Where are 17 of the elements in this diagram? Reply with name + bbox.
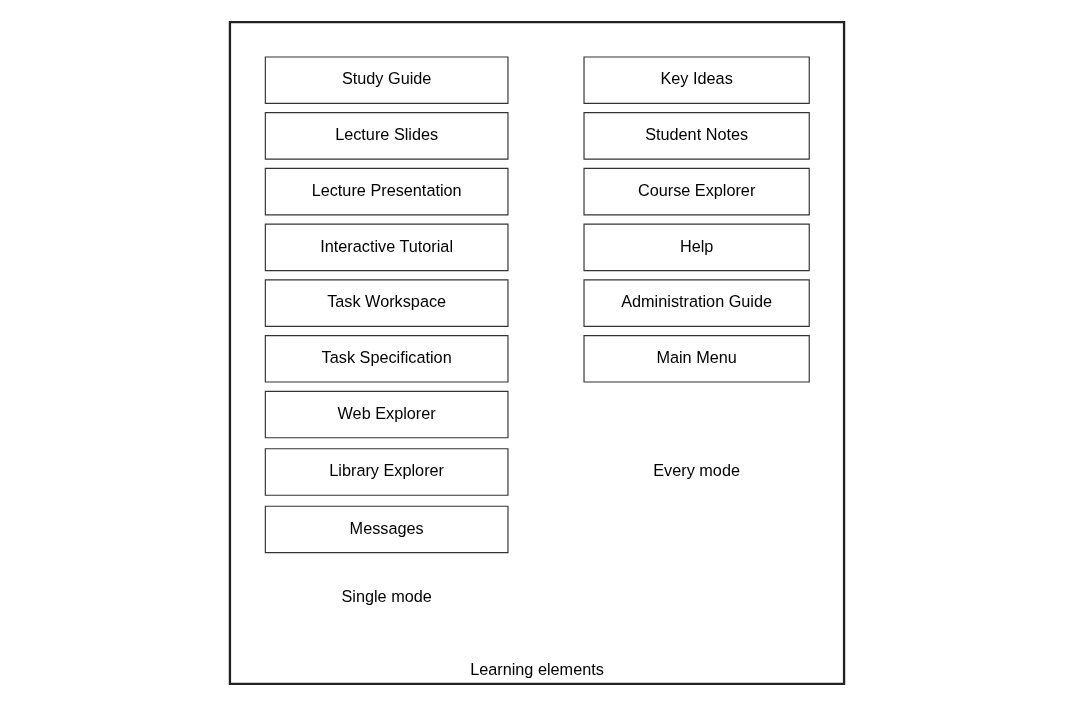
- node-box: Administration Guide: [583, 279, 810, 327]
- node-box: Key Ideas: [583, 56, 810, 104]
- node-box: Web Explorer: [264, 390, 509, 439]
- node-box: Lecture Presentation: [264, 167, 509, 216]
- label: Single mode: [341, 586, 432, 605]
- node-box: Student Notes: [583, 112, 810, 160]
- node-box: Messages: [264, 505, 509, 554]
- node-box: Lecture Slides: [264, 112, 509, 160]
- node-box: Study Guide: [264, 56, 509, 104]
- node-box: Main Menu: [583, 335, 810, 383]
- node-box: Help: [583, 223, 810, 272]
- node-box: Library Explorer: [264, 448, 509, 496]
- node-box: Course Explorer: [583, 167, 810, 216]
- label: Every mode: [653, 461, 740, 480]
- node-box: Interactive Tutorial: [264, 223, 509, 272]
- node-box: Task Specification: [264, 335, 509, 383]
- node-box: Task Workspace: [264, 279, 509, 327]
